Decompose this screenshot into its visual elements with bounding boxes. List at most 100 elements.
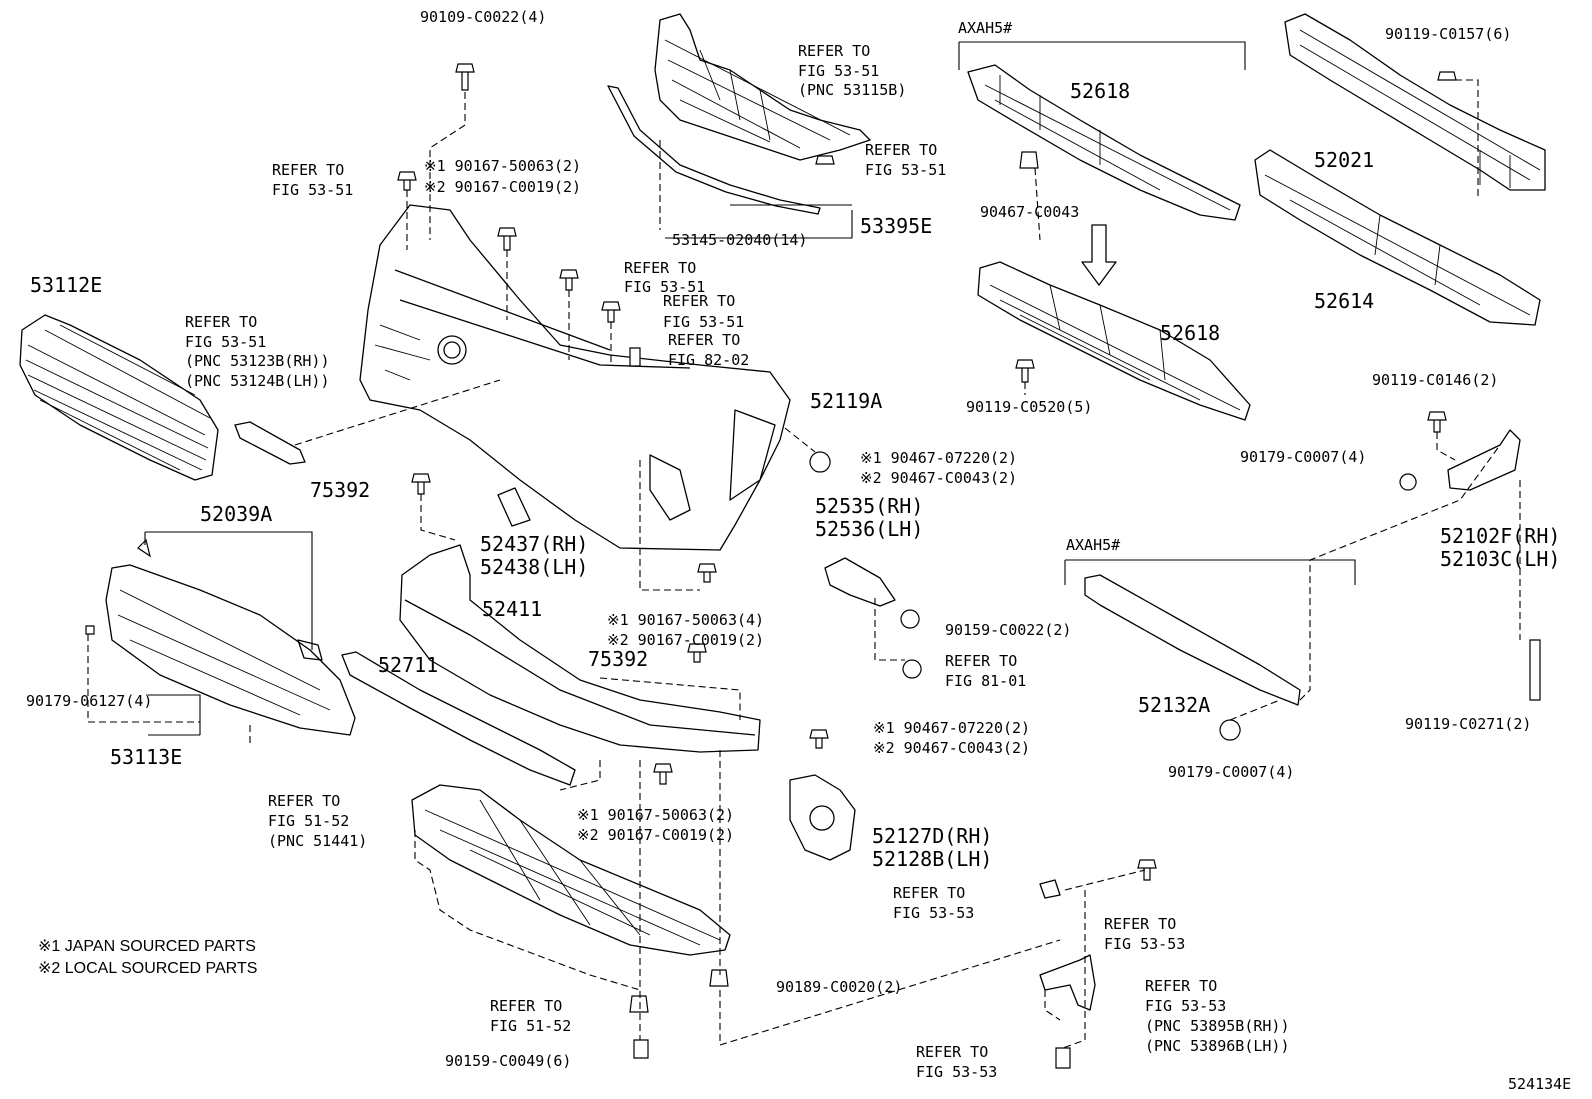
part-label: FIG 81-01 <box>945 672 1026 690</box>
clip-part <box>1039 879 1061 899</box>
part-label: 52127D(RH) <box>872 824 992 848</box>
part-label: 90119-C0146(2) <box>1372 371 1498 389</box>
part-label: FIG 53-51 <box>185 333 266 351</box>
lower-strip-part <box>341 651 576 786</box>
part-label: 53113E <box>110 745 182 769</box>
part-label: REFER TO <box>663 292 735 310</box>
part-label: FIG 82-02 <box>668 351 749 369</box>
part-label: FIG 51-52 <box>268 812 349 830</box>
part-label: REFER TO <box>624 259 696 277</box>
part-label: 52411 <box>482 597 542 621</box>
fog-cover-part <box>789 774 856 861</box>
upper-grille-part <box>654 13 871 161</box>
part-label: 75392 <box>310 478 370 502</box>
grille-bracket-part <box>234 421 306 465</box>
part-label: 52103C(LH) <box>1440 547 1560 571</box>
part-label: REFER TO <box>1145 977 1217 995</box>
part-label: 52618 <box>1160 321 1220 345</box>
part-label: ※1 90167-50063(4) <box>607 611 764 629</box>
part-label: (PNC 53895B(RH)) <box>1145 1017 1290 1035</box>
part-label: FIG 53-51 <box>798 62 879 80</box>
absorber-upper-part <box>967 64 1241 221</box>
part-label: 53395E <box>860 214 932 238</box>
part-label: 52535(RH) <box>815 494 923 518</box>
part-label: 75392 <box>588 647 648 671</box>
part-label: FIG 53-51 <box>663 313 744 331</box>
part-label: 52021 <box>1314 148 1374 172</box>
variant-label-lower: AXAH5# <box>1066 536 1120 554</box>
part-label: ※2 90167-C0019(2) <box>577 826 734 844</box>
part-label: FIG 51-52 <box>490 1017 571 1035</box>
part-label: 90119-C0520(5) <box>966 398 1092 416</box>
part-label: REFER TO <box>490 997 562 1015</box>
part-label: 52102F(RH) <box>1440 524 1560 548</box>
part-label: 52039A <box>200 502 272 526</box>
part-label: ※2 90167-C0019(2) <box>424 178 581 196</box>
part-label: ※2 90167-C0019(2) <box>607 631 764 649</box>
part-label: (PNC 53896B(LH)) <box>1145 1037 1290 1055</box>
part-label: REFER TO <box>798 42 870 60</box>
part-label: 52132A <box>1138 693 1210 717</box>
diagram-id: 524134E <box>1508 1075 1571 1093</box>
part-label: REFER TO <box>1104 915 1176 933</box>
molding-strip-part <box>607 85 821 215</box>
part-label: 52119A <box>810 389 882 413</box>
part-label: (PNC 51441) <box>268 832 367 850</box>
part-label: 52711 <box>378 653 438 677</box>
bracket-52437-part <box>497 487 531 527</box>
note-japan-sourced: ※1 JAPAN SOURCED PARTS <box>38 938 256 955</box>
part-label: 52614 <box>1314 289 1374 313</box>
part-label: 90467-C0043 <box>980 203 1079 221</box>
part-label: 90109-C0022(4) <box>420 8 546 26</box>
bracket-52535-part <box>824 557 896 607</box>
fasteners <box>85 63 1541 1069</box>
part-label: (PNC 53124B(LH)) <box>185 372 330 390</box>
part-label: REFER TO <box>945 652 1017 670</box>
part-label: 53145-02040(14) <box>672 231 807 249</box>
part-label: ※2 90467-C0043(2) <box>873 739 1030 757</box>
part-label: 90179-C0007(4) <box>1168 763 1294 781</box>
lower-garnish-part <box>105 564 356 736</box>
part-label: 90159-C0049(6) <box>445 1052 571 1070</box>
reinforcement-part <box>1284 13 1546 191</box>
part-label: FIG 53-53 <box>893 904 974 922</box>
part-label: 52437(RH) <box>480 532 588 556</box>
energy-absorber-part <box>1254 149 1541 326</box>
part-label: 53112E <box>30 273 102 297</box>
part-label: ※1 90467-07220(2) <box>860 449 1017 467</box>
part-label: REFER TO <box>668 331 740 349</box>
part-label: REFER TO <box>916 1043 988 1061</box>
part-label: 52128B(LH) <box>872 847 992 871</box>
part-label: ※1 90467-07220(2) <box>873 719 1030 737</box>
part-label: (PNC 53123B(RH)) <box>185 352 330 370</box>
part-label: FIG 53-51 <box>272 181 353 199</box>
part-label: 52536(LH) <box>815 517 923 541</box>
part-label: REFER TO <box>268 792 340 810</box>
part-label: 52438(LH) <box>480 555 588 579</box>
bumper-cover-part <box>359 204 791 551</box>
part-label: ※1 90167-50063(2) <box>577 806 734 824</box>
part-label: REFER TO <box>865 141 937 159</box>
part-label: FIG 53-51 <box>865 161 946 179</box>
absorber-lower-part <box>977 261 1251 421</box>
part-label: FIG 53-53 <box>1145 997 1226 1015</box>
part-label: 90119-C0271(2) <box>1405 715 1531 733</box>
variant-label-upper: AXAH5# <box>958 19 1012 37</box>
part-label: 90189-C0020(2) <box>776 978 902 996</box>
part-label: 90159-C0022(2) <box>945 621 1071 639</box>
leader-lines <box>87 41 1521 1049</box>
part-label: 90179-06127(4) <box>26 692 152 710</box>
note-local-sourced: ※2 LOCAL SOURCED PARTS <box>38 960 257 977</box>
part-label: 90119-C0157(6) <box>1385 25 1511 43</box>
part-label: FIG 53-53 <box>1104 935 1185 953</box>
part-label: REFER TO <box>185 313 257 331</box>
part-label: (PNC 53115B) <box>798 81 906 99</box>
part-label: REFER TO <box>272 161 344 179</box>
reinforcement-bar-part <box>1084 574 1301 706</box>
part-label: 52618 <box>1070 79 1130 103</box>
lower-bracket-part <box>1039 954 1096 1011</box>
part-label: ※1 90167-50063(2) <box>424 157 581 175</box>
undercover-part <box>411 784 731 956</box>
